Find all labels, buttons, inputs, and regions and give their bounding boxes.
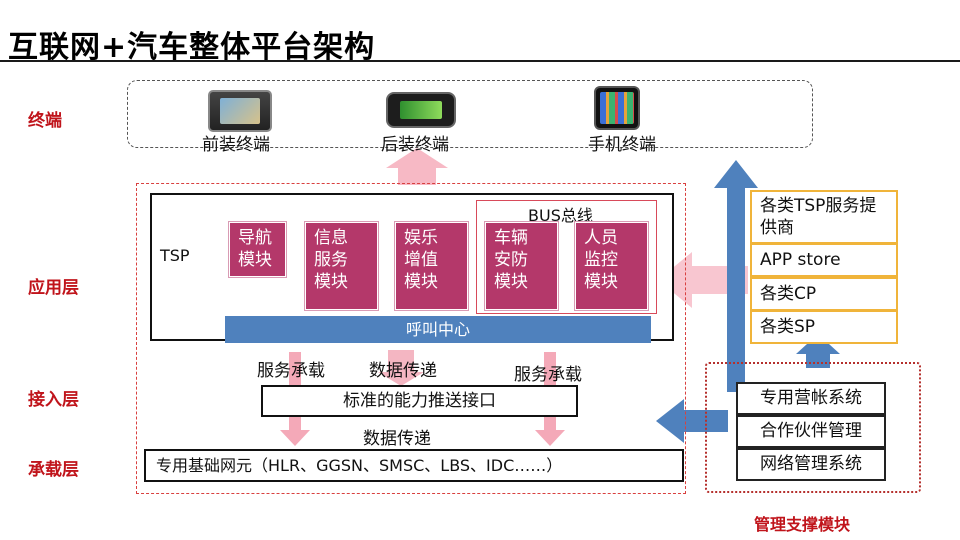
provider-app-store: APP store (750, 243, 898, 277)
module-navigation: 导航 模块 (229, 222, 286, 277)
provider-sp: 各类SP (750, 310, 898, 344)
aftermarket-device-icon (386, 92, 456, 128)
bus-label: BUS总线 (528, 206, 593, 225)
terminal-container (127, 80, 813, 148)
terminal-label-mobile: 手机终端 (588, 135, 656, 155)
access-service-left: 服务承载 (257, 361, 325, 381)
module-vehicle-security: 车辆 安防 模块 (485, 222, 558, 310)
module-entertainment: 娱乐 增值 模块 (395, 222, 468, 310)
layer-label-access: 接入层 (28, 390, 79, 410)
standard-interface-box: 标准的能力推送接口 (261, 385, 578, 417)
terminal-label-front: 前装终端 (202, 135, 270, 155)
pink-arrow-left-providers (658, 252, 748, 308)
page-title: 互联网+汽车整体平台架构 (8, 30, 376, 65)
access-service-right: 服务承载 (514, 365, 582, 385)
car-navigation-screen-icon (208, 90, 272, 132)
provider-tsp: 各类TSP服务提供商 (750, 190, 898, 244)
management-label: 管理支撑模块 (754, 515, 851, 534)
module-personnel-monitoring: 人员 监控 模块 (575, 222, 648, 310)
pink-arrow-down-center (378, 350, 424, 386)
smartphone-icon (594, 86, 640, 130)
blue-arrow-up-tall (714, 160, 758, 392)
blue-arrow-left-management (656, 399, 728, 443)
management-network: 网络管理系统 (736, 448, 886, 481)
tsp-label: TSP (160, 246, 190, 265)
management-partner: 合作伙伴管理 (736, 415, 886, 448)
management-billing: 专用营帐系统 (736, 382, 886, 415)
provider-cp: 各类CP (750, 277, 898, 311)
bearer-network-box: 专用基础网元（HLR、GGSN、SMSC、LBS、IDC……） (144, 449, 684, 482)
blue-arrow-up-sp (796, 334, 840, 368)
access-data-mid: 数据传递 (369, 361, 437, 381)
title-divider (0, 60, 960, 62)
call-center-bar: 呼叫中心 (225, 316, 651, 343)
layer-label-terminal: 终端 (28, 111, 62, 131)
platform-container (136, 183, 686, 494)
pink-arrow-up-terminals (386, 148, 448, 185)
terminal-label-rear: 后装终端 (381, 135, 449, 155)
management-container (705, 362, 921, 493)
module-information-service: 信息 服务 模块 (305, 222, 378, 310)
access-data-bottom: 数据传递 (363, 429, 431, 449)
layer-label-application: 应用层 (28, 278, 79, 298)
layer-label-bearer: 承载层 (28, 460, 79, 480)
